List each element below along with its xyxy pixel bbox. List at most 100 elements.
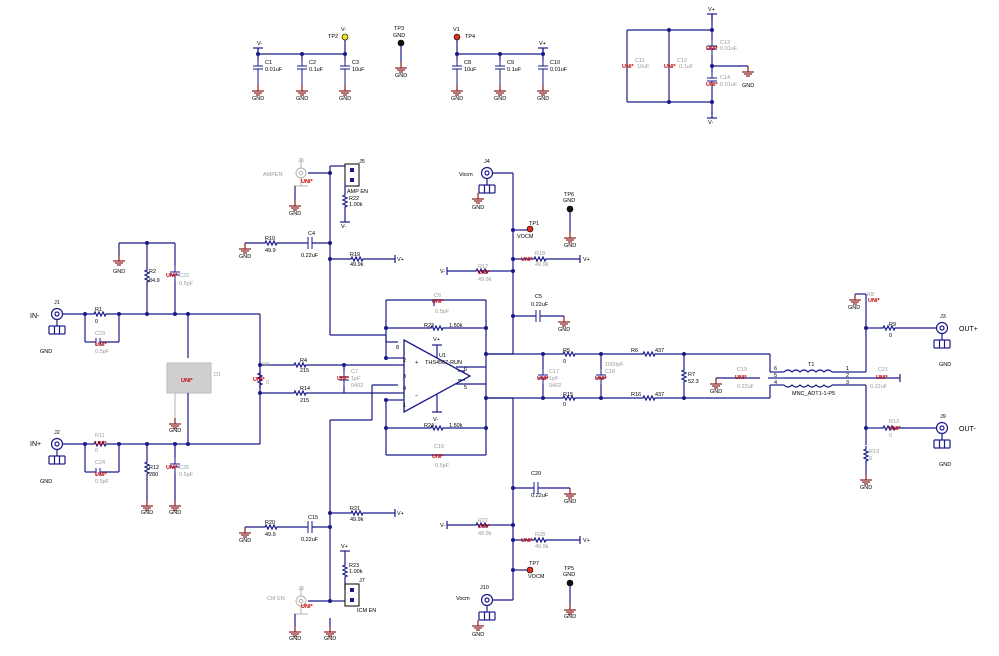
r10-c4-r19-row bbox=[238, 237, 396, 263]
c15-value: 0.22uF bbox=[301, 537, 319, 543]
amp-outputs bbox=[484, 351, 770, 401]
c14-dnp: UNI* bbox=[706, 82, 718, 88]
tp3-gnd: GND bbox=[393, 33, 405, 39]
gnd-label: GND bbox=[472, 632, 484, 638]
u1-pin3: 3 bbox=[403, 374, 406, 380]
t1-pin2: 2 bbox=[846, 373, 849, 379]
gnd-label: GND bbox=[472, 205, 484, 211]
c3-value: 10uF bbox=[352, 67, 365, 73]
c19-dnp: UNI* bbox=[735, 375, 747, 381]
u1-pin6: 6 bbox=[464, 367, 467, 373]
output-section bbox=[848, 293, 951, 485]
r27-value: 49.9k bbox=[478, 531, 492, 537]
gnd-label: GND bbox=[564, 614, 576, 620]
c6-value: 0.5pF bbox=[435, 309, 450, 315]
r21-ref: R21 bbox=[350, 506, 360, 512]
v-minus-label: V- bbox=[440, 523, 445, 529]
ampen-block bbox=[288, 160, 398, 343]
r5-value: 0 bbox=[563, 359, 566, 365]
v-plus-label: V+ bbox=[341, 544, 348, 550]
c7-value: 1pF bbox=[351, 376, 361, 382]
c5-value: 0.22uF bbox=[531, 302, 549, 308]
r18-value: 49.9k bbox=[535, 262, 549, 268]
r27-ref: R27 bbox=[478, 518, 488, 524]
r5-ref: R5 bbox=[563, 348, 570, 354]
c8-value: 10uF bbox=[464, 67, 477, 73]
v-plus-label: V+ bbox=[397, 511, 404, 517]
gnd-label: GND bbox=[239, 538, 251, 544]
gnd-label: GND bbox=[710, 389, 722, 395]
c16-ref: C16 bbox=[434, 444, 444, 450]
c24-value: 0.5pF bbox=[95, 479, 110, 485]
c16-dnp: UNI* bbox=[432, 454, 444, 460]
r18-ref: R18 bbox=[535, 251, 545, 257]
gnd-label: GND bbox=[141, 510, 153, 516]
r19-value: 49.9k bbox=[350, 262, 364, 268]
cmen-net-label: CM EN bbox=[267, 596, 285, 602]
c14-value: 0.01uF bbox=[720, 82, 738, 88]
gnd-label: GND bbox=[239, 254, 251, 260]
tp5-label: TP5 bbox=[564, 566, 574, 572]
gnd-label: GND bbox=[564, 499, 576, 505]
r16-value: 437 bbox=[655, 392, 664, 398]
c14-ref: C14 bbox=[720, 75, 730, 81]
c6-dnp: UNI* bbox=[432, 299, 444, 305]
ampen-net-label: AMPEN bbox=[263, 172, 283, 178]
gnd-label: GND bbox=[252, 96, 264, 102]
c1-value: 0.01uF bbox=[265, 67, 283, 73]
c10-value: 0.01uF bbox=[550, 67, 568, 73]
j8-dnp: UNI* bbox=[301, 604, 313, 610]
r6-value: 437 bbox=[655, 348, 664, 354]
u1-part: THS4567-RUN bbox=[425, 360, 462, 366]
tp7-net: VOCM bbox=[528, 574, 545, 580]
v-minus-rail-group bbox=[251, 33, 352, 96]
r12-value: 280 bbox=[149, 472, 158, 478]
u1-pin5: 5 bbox=[464, 385, 467, 391]
t1-pin6: 6 bbox=[774, 366, 777, 372]
r8-ref: R8 bbox=[867, 292, 874, 298]
r28-dnp: UNI* bbox=[521, 538, 533, 544]
c13-ref: C13 bbox=[720, 40, 730, 46]
c18-value: 1000pF bbox=[605, 362, 624, 368]
r11-dnp: UNI* bbox=[95, 441, 107, 447]
c21-ref: C21 bbox=[878, 367, 888, 373]
r17-dnp: UNI* bbox=[478, 270, 490, 276]
c17-package: 0402 bbox=[549, 383, 561, 389]
tp6-label: TP6 bbox=[564, 192, 574, 198]
r20-ref: R20 bbox=[265, 520, 275, 526]
c22-value: 0.5pF bbox=[179, 281, 194, 287]
r3-bridge bbox=[257, 365, 263, 393]
c8-ref: C8 bbox=[464, 60, 471, 66]
dnp-decoupling-block bbox=[626, 13, 755, 119]
c24-dnp: UNI* bbox=[95, 472, 107, 478]
r3-ref: R3 bbox=[262, 362, 269, 368]
gnd-label: GND bbox=[451, 96, 463, 102]
r15-value: 0 bbox=[563, 402, 566, 408]
v-plus-label: V+ bbox=[583, 257, 590, 263]
c2-value: 0.1uF bbox=[309, 67, 324, 73]
gnd-label: GND bbox=[558, 327, 570, 333]
c13-dnp: UNI* bbox=[706, 46, 718, 52]
gnd-label: GND bbox=[289, 211, 301, 217]
r13-ref: R13 bbox=[889, 419, 899, 425]
r14-ref: R14 bbox=[300, 386, 310, 392]
in-minus-label: IN- bbox=[30, 313, 40, 320]
c11-ref: C11 bbox=[635, 58, 645, 64]
gnd-label: GND bbox=[40, 479, 52, 485]
c9-value: 0.1uF bbox=[507, 67, 522, 73]
u1-pin4: 4 bbox=[403, 386, 406, 392]
tp5-gnd: GND bbox=[563, 572, 575, 578]
gnd-label: GND bbox=[169, 510, 181, 516]
v1-rail-group bbox=[450, 33, 550, 96]
r3-dnp: UNI* bbox=[253, 377, 265, 383]
v-minus-label: V- bbox=[708, 120, 713, 126]
vocm-top-label: Vocm bbox=[459, 172, 473, 178]
op-amp-u1 bbox=[398, 338, 486, 414]
r11-ref: R11 bbox=[95, 433, 105, 439]
d1-component bbox=[166, 362, 212, 394]
r24-value: 1.50k bbox=[449, 423, 463, 429]
j8-label: J8 bbox=[298, 586, 304, 592]
r11-value: 0 bbox=[95, 448, 98, 454]
c24-ref: C24 bbox=[95, 460, 105, 466]
